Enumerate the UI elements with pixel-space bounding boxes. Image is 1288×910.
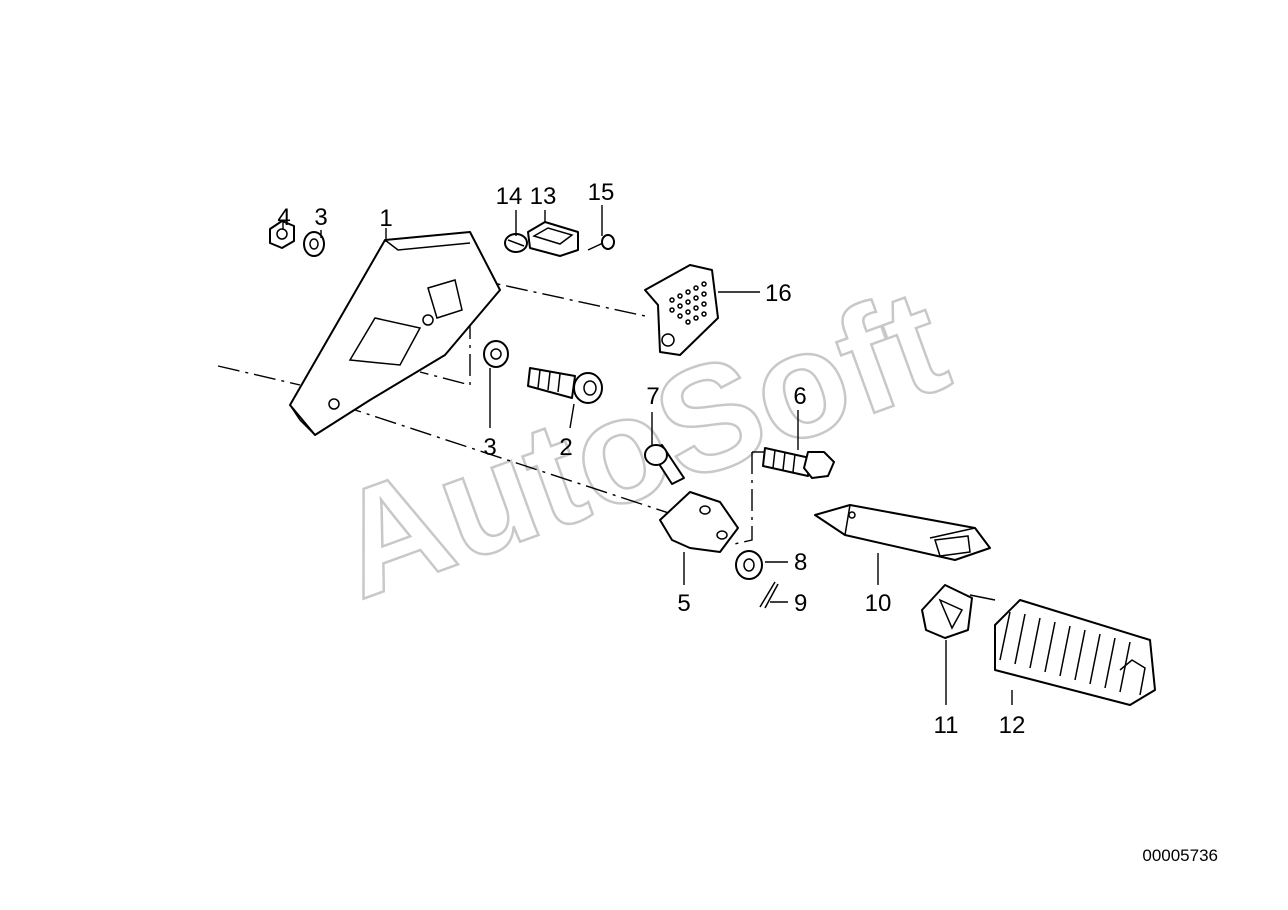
- part-1-bracket: [289, 231, 501, 436]
- callout-12: 12: [999, 712, 1026, 739]
- assembly-axes: [217, 277, 768, 546]
- part-4-nut: [269, 220, 295, 249]
- part-6-bolt: [762, 447, 835, 479]
- part-2-bolt: [527, 367, 603, 404]
- part-3-washer-top: [303, 231, 325, 257]
- part-13-pad: [527, 221, 579, 257]
- callout-5: 5: [677, 590, 690, 617]
- callout-8: 8: [794, 549, 807, 576]
- callout-15: 15: [588, 179, 615, 206]
- callout-2: 2: [559, 434, 572, 461]
- callout-3-middle: 3: [483, 434, 496, 461]
- callout-3-top: 3: [314, 204, 327, 231]
- callout-6: 6: [793, 383, 806, 410]
- part-3-washer-middle: [483, 340, 509, 368]
- part-14-grommet: [504, 233, 528, 253]
- leader-lines: [282, 205, 1013, 705]
- callout-9: 9: [794, 590, 807, 617]
- part-15-screw: [587, 234, 615, 251]
- callout-4: 4: [277, 204, 290, 231]
- callout-14: 14: [496, 183, 523, 210]
- reference-number: 00005736: [1142, 846, 1218, 865]
- callout-7: 7: [646, 383, 659, 410]
- callouts: 1 2 3 3 4 5 6 7 8 9 10 11 12 13 14 15 16: [277, 179, 1025, 739]
- part-8-washer: [735, 550, 763, 580]
- part-11-end-plug: [921, 584, 996, 639]
- part-9-cotter-pin: [759, 581, 779, 609]
- callout-13: 13: [530, 183, 557, 210]
- callout-10: 10: [865, 590, 892, 617]
- callout-16: 16: [765, 280, 792, 307]
- callout-11: 11: [934, 712, 959, 739]
- part-5-hinge-bracket: [659, 491, 739, 553]
- part-12-rubber-pad: [994, 599, 1156, 706]
- callout-1: 1: [379, 205, 392, 232]
- part-7-pin: [644, 444, 685, 485]
- part-16-heel-plate: [644, 264, 719, 356]
- part-10-footrest-core: [814, 504, 991, 561]
